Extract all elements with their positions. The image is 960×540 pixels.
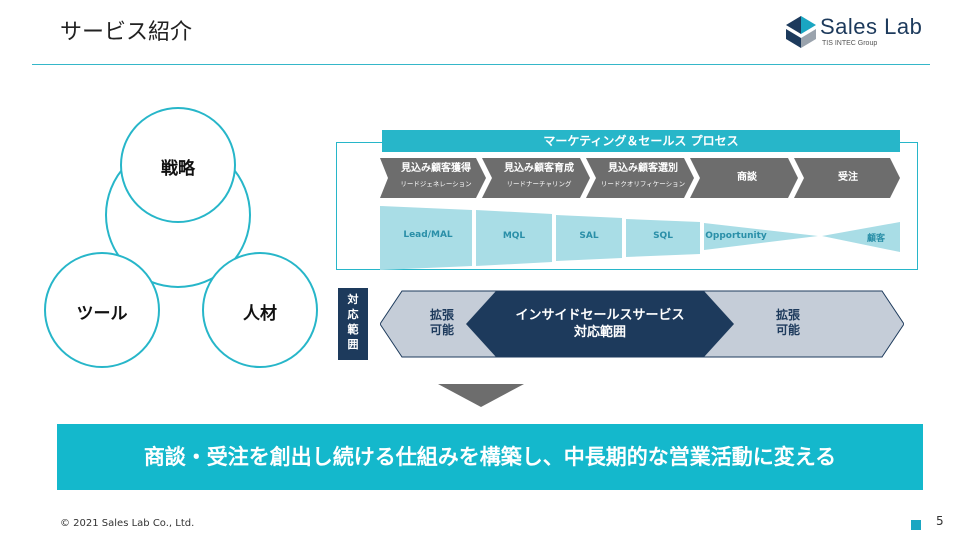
funnel-label-sql: SQL: [653, 231, 673, 241]
funnel-label-mql: MQL: [502, 231, 526, 241]
stage-1: 見込み顧客獲得 リードジェネレーション: [388, 163, 484, 190]
funnel-label-opportunity: Opportunity: [705, 231, 767, 241]
stage-chevron-4: [690, 158, 798, 198]
funnel-segment-4: [626, 219, 700, 257]
stage-5: 受注: [800, 172, 896, 184]
funnel-label-sal: SAL: [579, 231, 599, 241]
circle-label-people: 人材: [243, 304, 277, 324]
stage-chevron-2: [482, 158, 590, 198]
stage-4: 商談: [698, 172, 796, 184]
circle-tools: [44, 252, 160, 368]
scope-band-center: [466, 291, 734, 357]
scope-char-3: 範: [347, 323, 359, 336]
stage-2-sub: リードナーチャリング: [506, 180, 572, 188]
scope-char-4: 囲: [347, 338, 359, 351]
stage-3-label: 見込み顧客選別: [608, 163, 678, 174]
stage-2-label: 見込み顧客育成: [504, 163, 574, 174]
stage-chevron-5: [794, 158, 900, 198]
funnel: [380, 206, 900, 270]
header-divider: [32, 64, 930, 65]
circles-diagram: [44, 107, 318, 368]
scope-label-box: 対 応 範 囲: [338, 288, 368, 360]
scope-right-line1: 拡張: [775, 308, 800, 322]
funnel-label-customer: 顧客: [866, 234, 885, 244]
stage-4-label: 商談: [737, 172, 757, 183]
funnel-segment-1: [380, 206, 472, 270]
conclusion-banner: 商談・受注を創出し続ける仕組みを構築し、中長期的な営業活動に変える: [57, 424, 923, 490]
logo-subtitle: TIS INTEC Group: [822, 40, 878, 47]
scope-right-text: 拡張 可能: [756, 308, 820, 338]
stage-5-label: 受注: [838, 172, 858, 183]
scope-center-text: インサイドセールスサービス 対応範囲: [490, 307, 710, 341]
page-title: サービス紹介: [60, 20, 193, 45]
scope-center-line1: インサイドセールスサービス: [515, 308, 685, 323]
scope-char-2: 応: [347, 308, 359, 321]
stage-1-label: 見込み顧客獲得: [401, 163, 471, 174]
stage-3-sub: リードクオリフィケーション: [600, 180, 686, 188]
funnel-segment-6: [822, 222, 900, 252]
stage-chevron-3: [586, 158, 694, 198]
funnel-segment-2: [476, 210, 552, 266]
circle-strategy: [120, 107, 236, 223]
circle-people: [202, 252, 318, 368]
process-stages: [380, 158, 900, 198]
funnel-segment-3: [556, 215, 622, 261]
scope-left-line1: 拡張: [429, 308, 454, 322]
page-number: 5: [936, 514, 944, 528]
stage-2: 見込み顧客育成 リードナーチャリング: [490, 163, 588, 190]
scope-center-line2: 対応範囲: [573, 325, 626, 340]
logo-mark-icon: [786, 16, 816, 48]
funnel-label-lead: Lead/MAL: [403, 230, 453, 240]
stage-chevron-1: [380, 158, 486, 198]
scope-left-text: 拡張 可能: [410, 308, 474, 338]
page-marker-icon: [911, 520, 921, 530]
scope-left-line2: 可能: [429, 323, 454, 337]
funnel-segment-5: [704, 223, 818, 250]
scope-char-1: 対: [347, 293, 359, 306]
copyright: © 2021 Sales Lab Co., Ltd.: [60, 518, 195, 529]
sales-lab-logo: Sales Lab TIS INTEC Group: [786, 14, 936, 54]
scope-band: [380, 290, 904, 358]
circle-label-tools: ツール: [76, 304, 128, 324]
stage-1-sub: リードジェネレーション: [400, 180, 472, 188]
down-arrow-icon: [438, 384, 524, 407]
scope-right-line2: 可能: [775, 323, 800, 337]
process-title: マーケティング＆セールス プロセス: [382, 130, 900, 152]
stage-3: 見込み顧客選別 リードクオリフィケーション: [594, 163, 692, 190]
circle-label-strategy: 戦略: [161, 159, 195, 179]
logo-name: Sales Lab: [820, 14, 923, 39]
